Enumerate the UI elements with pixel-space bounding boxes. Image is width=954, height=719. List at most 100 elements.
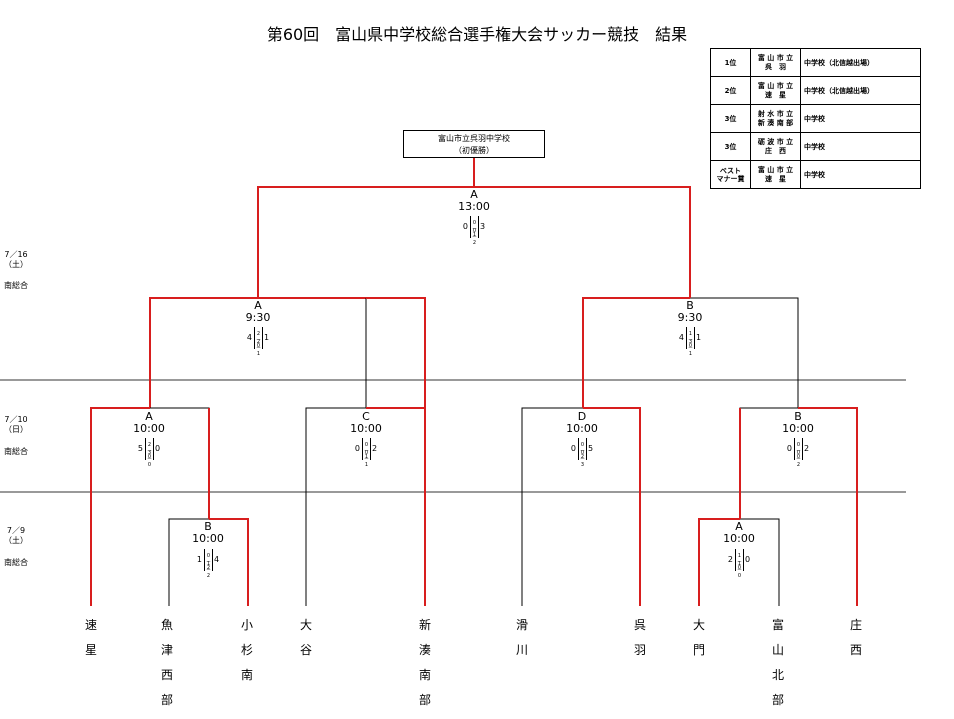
desc-cell: 中学校（北信越出場） [800,76,921,105]
score-right: 0 [745,555,751,564]
champion-box: 富山市立呉羽中学校 （初優勝） [403,130,545,158]
tournament-page: 第60回 富山県中学校総合選手権大会サッカー競技 結果 富山市立呉羽中学校 （初… [0,27,921,706]
rank-cell: 1位 [710,48,751,77]
team-label: 魚津西部 [160,618,173,707]
results-row: 1位 富 山 市 立呉 羽 中学校（北信越出場） [710,48,921,77]
school-name: 庄 西 [765,146,786,155]
half1-score: 0－1 [363,442,369,460]
half2-score: 3－0 [146,450,152,468]
champion-name: 富山市立呉羽中学校 [438,134,510,143]
day-text: （土） [4,260,28,269]
half1-score: 1－0 [687,331,693,349]
results-row: 3位 射 水 市 立新 湊 南 部 中学校 [710,104,921,133]
score-left: 0 [786,444,792,453]
school-city: 砺 波 市 立 [757,137,794,146]
half2-score: 1－0 [736,561,742,579]
score-left: 5 [137,444,143,453]
team-label: 新湊南部 [418,618,431,707]
team-label: 速星 [84,618,97,657]
match-label: A [145,410,153,423]
score-right: 2 [372,444,378,453]
score-qf4: 0 0－0 0－2 2 [758,438,838,468]
team-label: 大門 [692,618,705,657]
match-label: A [735,520,743,533]
half2-score: 0－2 [795,450,801,468]
match-time: 9:30 [245,311,271,324]
r1a-loser [168,518,209,606]
qf2-loser [305,407,366,606]
team-label: 呉羽 [633,618,646,657]
half1-score: 2－0 [255,331,261,349]
score-qf2: 0 0－1 0－1 2 [326,438,406,468]
half1-score: 0－0 [795,442,801,460]
half1-score: 0－1 [471,220,477,238]
match-label: B [794,410,802,423]
desc-cell: 中学校 [800,160,921,189]
half2-score: 0－3 [579,450,585,468]
half2-score: 2－1 [255,339,261,357]
qf3-loser [521,407,583,606]
score-left: 4 [678,333,684,342]
venue-label: 南総合 [4,447,28,456]
score-right: 3 [480,222,486,231]
half2-score: 1－2 [205,561,211,579]
sf2-loser [690,297,799,408]
score-qf3: 0 0－2 0－3 5 [542,438,622,468]
score-r1a: 1 0－2 1－2 4 [168,549,248,579]
desc-cell: 中学校 [800,104,921,133]
results-row: 3位 砺 波 市 立庄 西 中学校 [710,132,921,161]
school-cell: 射 水 市 立新 湊 南 部 [750,104,801,133]
rank-cell: 3位 [710,132,751,161]
match-time: 10:00 [350,422,382,435]
team-label: 富山北部 [771,618,784,707]
school-city: 射 水 市 立 [757,109,794,118]
r1a-winner [209,518,249,606]
r1b-winner [698,518,740,606]
score-right: 1 [696,333,702,342]
match-qf4: B 10:00 [758,411,838,435]
qf3-winner [583,407,641,606]
venue-label: 南総合 [4,558,28,567]
desc-cell: 中学校 [800,132,921,161]
match-label: D [577,410,587,423]
team-label: 庄西 [849,618,862,657]
team-label: 小杉南 [240,618,253,682]
match-sf1: A 9:30 [218,300,298,324]
school-name: 速 星 [765,174,786,183]
results-table: 1位 富 山 市 立呉 羽 中学校（北信越出場） 2位 富 山 市 立速 星 中… [710,48,921,189]
half2-score: 0－1 [363,450,369,468]
school-cell: 富 山 市 立速 星 [750,160,801,189]
school-cell: 砺 波 市 立庄 西 [750,132,801,161]
match-qf3: D 10:00 [542,411,622,435]
qf1-winner [90,407,150,606]
match-sf2: B 9:30 [650,300,730,324]
match-r1a: B 10:00 [168,521,248,545]
match-time: 9:30 [677,311,703,324]
match-label: B [686,299,694,312]
match-time: 10:00 [782,422,814,435]
venue-label: 南総合 [4,281,28,290]
match-time: 13:00 [458,200,490,213]
school-city: 富 山 市 立 [757,81,794,90]
score-right: 4 [214,555,220,564]
results-row: 2位 富 山 市 立速 星 中学校（北信越出場） [710,76,921,105]
date-label-quarterfinal: 7／10 （日） [4,415,28,435]
score-right: 0 [155,444,161,453]
half1-score: 0－2 [205,553,211,571]
match-r1b: A 10:00 [699,521,779,545]
match-time: 10:00 [192,532,224,545]
results-row: ベスト マナー賞 富 山 市 立速 星 中学校 [710,160,921,189]
score-qf1: 5 2－0 3－0 0 [109,438,189,468]
school-name: 呉 羽 [765,62,786,71]
match-label: C [362,410,370,423]
half2-score: 0－2 [471,228,477,246]
match-time: 10:00 [723,532,755,545]
half2-score: 3－1 [687,339,693,357]
score-final: 0 0－1 0－2 3 [434,216,514,246]
qf4-winner [798,407,858,606]
score-left: 1 [196,555,202,564]
score-right: 2 [804,444,810,453]
desc-cell: 中学校（北信越出場） [800,48,921,77]
day-text: （日） [4,425,28,434]
school-name: 新 湊 南 部 [757,118,794,127]
